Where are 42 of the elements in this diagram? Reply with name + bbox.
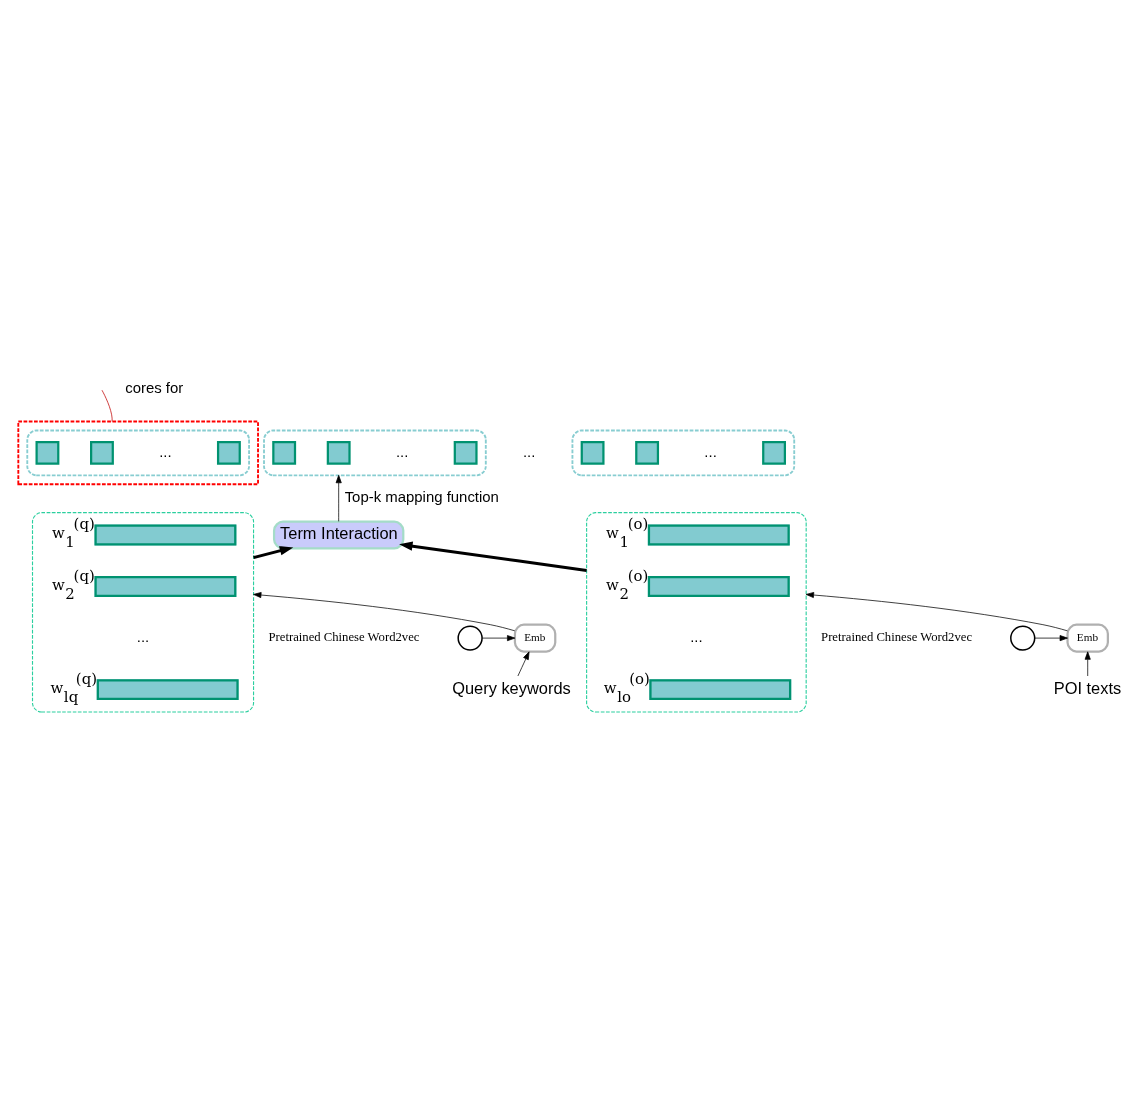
node-box [635, 440, 660, 465]
node-circle [1010, 625, 1036, 651]
arrow [1084, 651, 1091, 677]
node-text: Query keywords [452, 678, 571, 697]
arrow [517, 651, 530, 677]
label: cores for [125, 379, 184, 397]
label: ... [136, 627, 150, 645]
node-label: Pretrained Chinese Word2vec [268, 630, 420, 645]
node-box [216, 440, 241, 465]
label: ... [690, 627, 703, 645]
cluster [31, 512, 255, 713]
node-box [326, 440, 351, 465]
arrow [481, 635, 516, 642]
cluster [586, 512, 807, 713]
node-box: Term Interaction [272, 520, 405, 550]
node-box: Emb [1066, 623, 1109, 653]
cluster [26, 429, 250, 477]
arrow [805, 592, 1068, 632]
label: ... [159, 442, 172, 460]
node-box [762, 440, 786, 465]
label: ... [522, 442, 536, 460]
label: ... [704, 442, 717, 460]
cluster [17, 420, 259, 486]
arrow [253, 592, 516, 632]
arrow [399, 541, 587, 572]
arrow [1034, 635, 1068, 642]
node-text: POI texts [1053, 678, 1122, 697]
cluster [263, 429, 487, 477]
node-box [35, 440, 60, 465]
node-box [580, 440, 605, 465]
arrow [253, 546, 294, 559]
node-box [90, 440, 114, 465]
arrow [335, 474, 342, 522]
edge-label: Top-k mapping function [344, 488, 499, 506]
node-box [453, 440, 478, 465]
connector [101, 389, 113, 422]
node-box: Emb [513, 623, 557, 653]
label: ... [395, 442, 409, 460]
node-label: Pretrained Chinese Word2vec [821, 630, 973, 645]
node-box [272, 440, 297, 465]
cluster [571, 429, 796, 477]
node-circle [457, 625, 483, 651]
